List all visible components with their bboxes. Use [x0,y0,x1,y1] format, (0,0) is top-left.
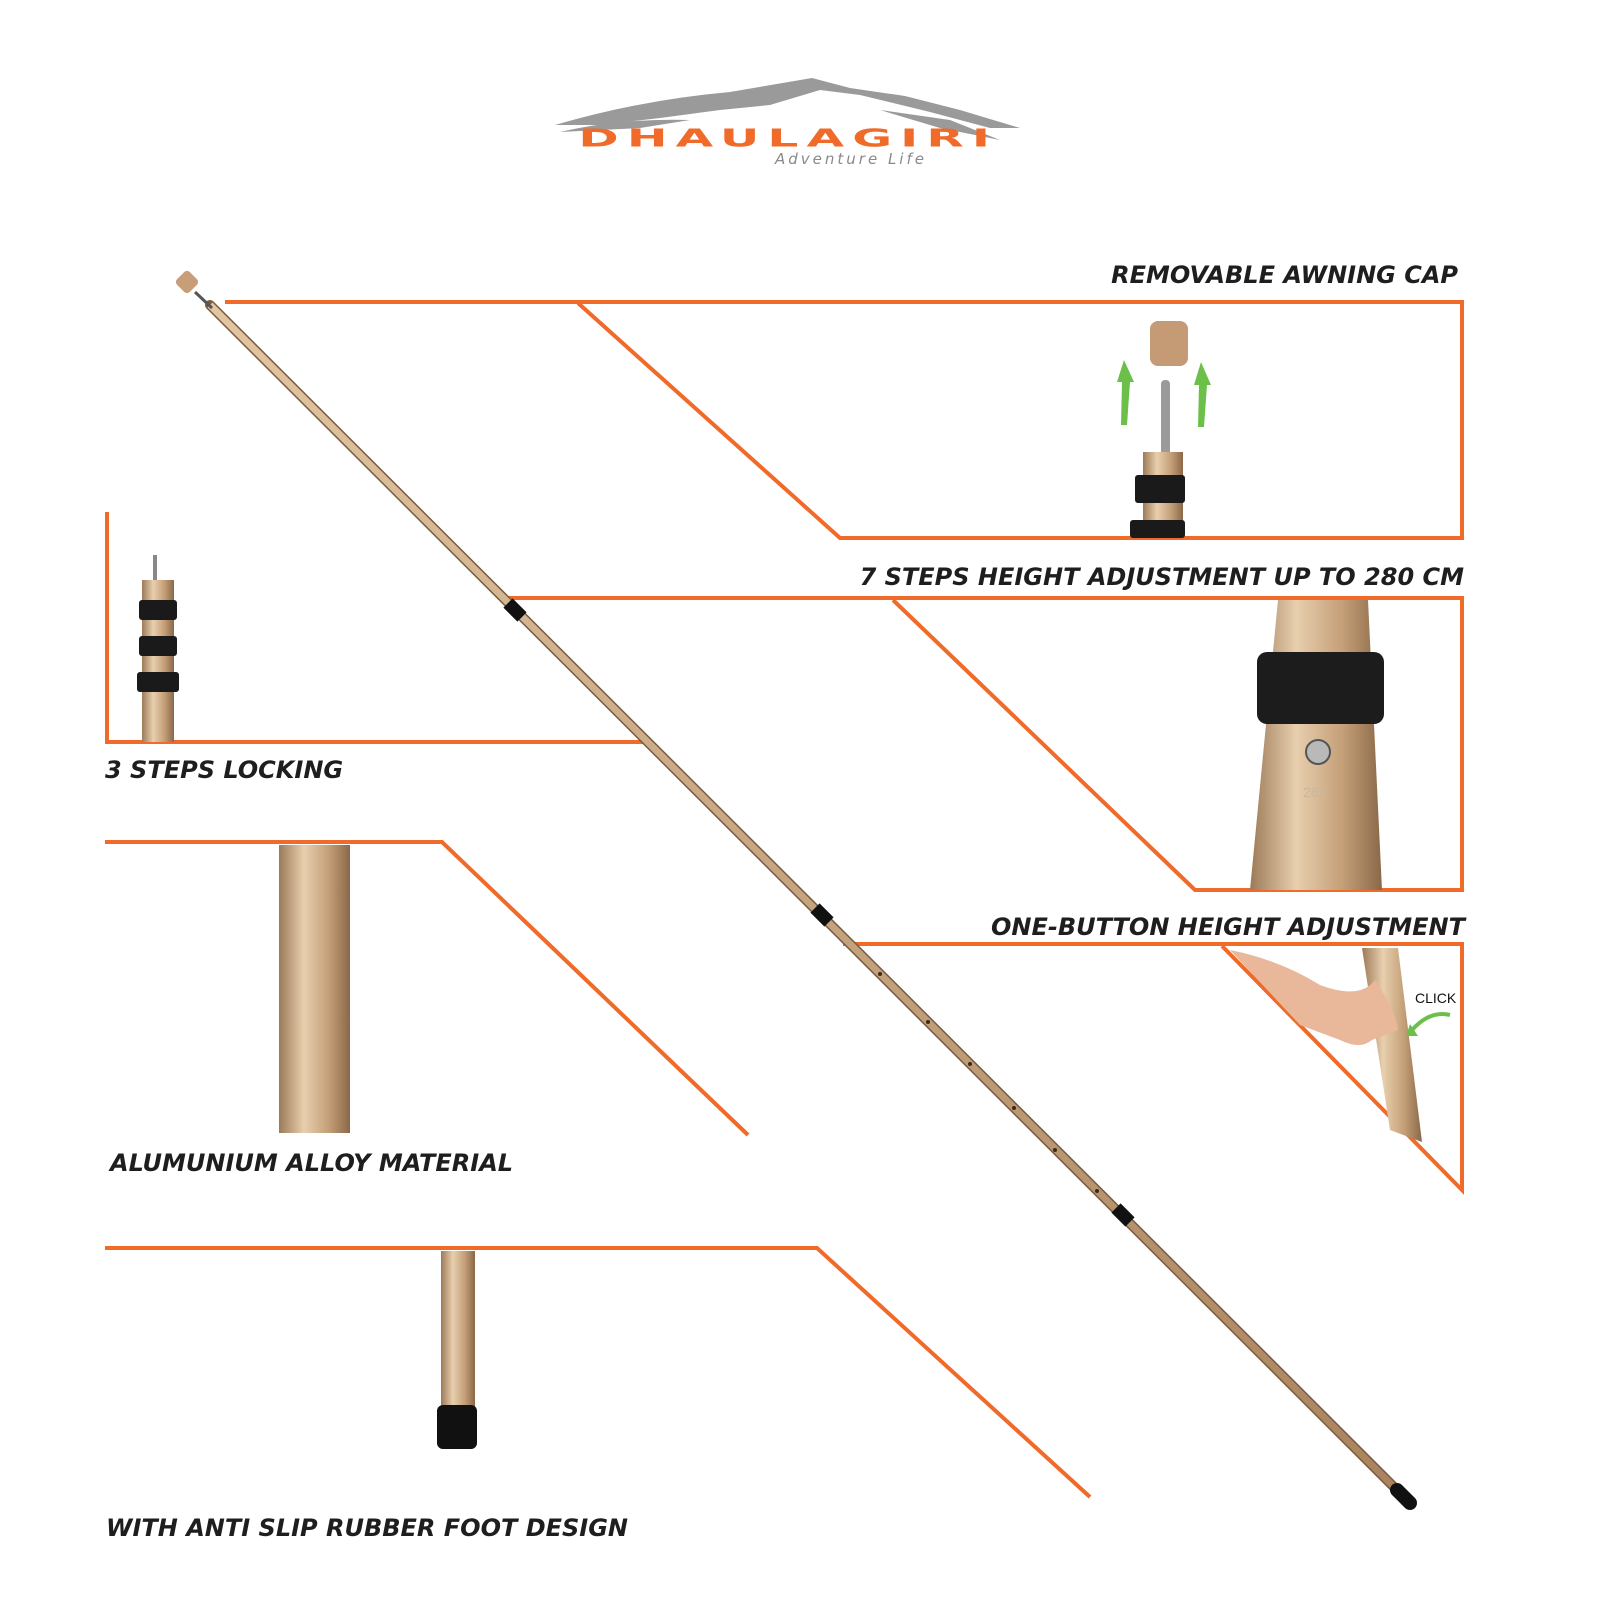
frame-rubber-foot [105,1246,1092,1499]
one-button-closeup [1230,948,1451,1142]
arrow-up-icon [1117,360,1134,425]
height-adjustment-closeup [1250,600,1384,890]
frame-height-adjustment [505,596,1464,892]
feature-label-one-button: ONE-BUTTON HEIGHT ADJUSTMENT [991,913,1465,941]
frame-one-button [843,942,1464,1195]
alloy-tube-closeup [279,845,350,1133]
frame-awning-cap [225,300,1464,540]
logo-mountains [555,78,1020,140]
feature-frames [105,300,1464,1499]
height-mark: 280 [1303,784,1327,800]
feature-label-locking: 3 STEPS LOCKING [105,756,344,784]
awning-cap-detail [1117,321,1211,538]
frame-alloy [105,840,750,1137]
brand-tagline: Adventure Life [775,150,927,168]
frame-locking [105,512,645,744]
telescopic-pole [175,270,1417,1510]
feature-label-rubber-foot: WITH ANTI SLIP RUBBER FOOT DESIGN [106,1514,629,1542]
arrow-up-icon [1194,362,1211,427]
click-annotation: CLICK [1415,990,1457,1006]
brand-logo: DHAULAGIRI [578,123,999,153]
rubber-foot-closeup [437,1251,477,1449]
feature-label-height-adjustment: 7 STEPS HEIGHT ADJUSTMENT UP TO 280 CM [859,563,1464,591]
locking-detail [137,555,179,742]
feature-label-alloy: ALUMUNIUM ALLOY MATERIAL [110,1149,514,1177]
feature-label-awning-cap: REMOVABLE AWNING CAP [1111,261,1458,289]
